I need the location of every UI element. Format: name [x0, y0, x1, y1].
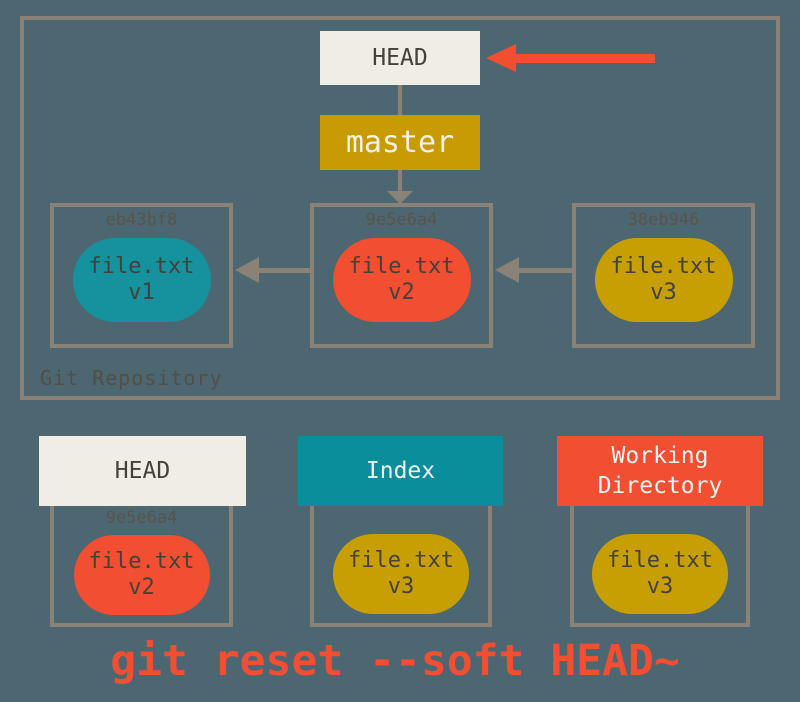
connector-head-master	[398, 85, 402, 115]
file-name: file.txt	[88, 549, 195, 574]
file-version: v2	[388, 280, 415, 305]
commit-box-9e5e6a4: 9e5e6a4 file.txt v2	[310, 203, 493, 348]
git-command-caption: git reset --soft HEAD~	[110, 636, 680, 686]
red-arrow-shaft	[514, 54, 655, 63]
file-version: v2	[128, 575, 155, 600]
commit-box-38eb946: 38eb946 file.txt v3	[572, 203, 755, 348]
index-column-title: Index	[365, 458, 436, 484]
master-branch-label: master	[345, 125, 455, 160]
commit-hash: 38eb946	[627, 210, 700, 230]
arrow-left-shaft	[257, 268, 310, 273]
file-name: file.txt	[88, 254, 195, 279]
git-repository-box: Git Repository	[20, 16, 780, 400]
index-content-box: file.txt v3	[310, 506, 492, 627]
arrow-left-icon	[235, 257, 259, 283]
file-version: v3	[387, 574, 415, 599]
file-name: file.txt	[610, 254, 717, 279]
arrow-left-icon	[495, 257, 519, 283]
working-directory-content-box: file.txt v3	[570, 506, 750, 627]
git-repository-label: Git Repository	[40, 366, 223, 390]
red-arrow-icon	[486, 44, 516, 72]
head-content-box: 9e5e6a4 file.txt v2	[50, 506, 233, 627]
arrow-down-icon	[387, 191, 413, 204]
head-column-header: HEAD	[39, 436, 246, 506]
head-column-title: HEAD	[114, 458, 171, 484]
head-pointer-label: HEAD	[372, 45, 428, 71]
file-blob-v1: file.txt v1	[72, 238, 211, 322]
file-blob-v2: file.txt v2	[332, 238, 471, 322]
file-name: file.txt	[348, 254, 455, 279]
master-branch-box: master	[320, 115, 480, 170]
file-name: file.txt	[348, 548, 454, 573]
file-version: v1	[128, 280, 155, 305]
file-blob-v3: file.txt v3	[333, 534, 469, 614]
index-column-header: Index	[298, 436, 503, 506]
file-blob-v3: file.txt v3	[592, 534, 728, 614]
commit-hash: 9e5e6a4	[365, 210, 438, 230]
working-directory-column-header: Working Directory	[557, 436, 763, 506]
file-name: file.txt	[607, 548, 713, 573]
head-pointer-box: HEAD	[320, 31, 480, 85]
file-blob-v3: file.txt v3	[594, 238, 733, 322]
head-commit-hash: 9e5e6a4	[105, 508, 178, 528]
working-directory-column-title: Working Directory	[597, 443, 723, 499]
connector-master-commit	[398, 170, 402, 192]
file-version: v3	[646, 574, 674, 599]
commit-box-eb43bf8: eb43bf8 file.txt v1	[50, 203, 233, 348]
file-blob-v2: file.txt v2	[73, 535, 210, 615]
commit-hash: eb43bf8	[105, 210, 178, 230]
file-version: v3	[650, 280, 677, 305]
arrow-left-shaft	[517, 268, 572, 273]
